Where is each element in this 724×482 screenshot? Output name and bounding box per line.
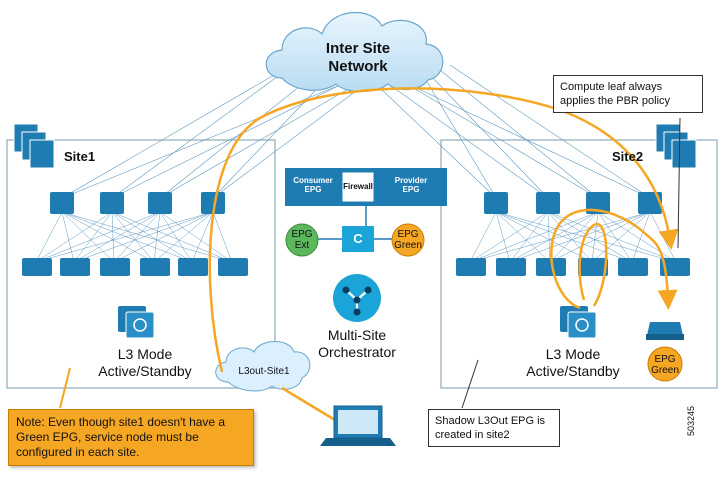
consumer-epg-label: Consumer EPG xyxy=(286,176,340,194)
note-leader xyxy=(59,367,71,409)
isn-links xyxy=(61,59,651,199)
figure-id: 503245 xyxy=(686,405,696,436)
epg-green-line1: EPG xyxy=(397,229,419,240)
firewall-label: Firewall xyxy=(343,182,373,191)
epg-ext-line2: Ext xyxy=(294,240,310,251)
site2-leaves xyxy=(456,258,690,276)
consumer-line1: Consumer xyxy=(293,176,333,185)
l3out-label: L3out-Site1 xyxy=(238,366,290,377)
site2-mode-line1: L3 Mode xyxy=(545,346,601,362)
site1-mode-line2: Active/Standby xyxy=(98,363,192,379)
site1-leaves xyxy=(22,258,248,276)
site2-spines xyxy=(484,192,662,214)
consumer-line2: EPG xyxy=(304,185,322,194)
laptop-icon xyxy=(320,405,396,446)
shadow-leader xyxy=(461,359,479,409)
traffic-path xyxy=(208,87,679,373)
epg-green-line2: Green xyxy=(394,240,422,251)
site2-mode-line2: Active/Standby xyxy=(526,363,620,379)
orchestrator-logo-icon xyxy=(333,274,381,322)
orchestrator-line1: Multi-Site xyxy=(327,327,387,343)
service-graph xyxy=(285,168,447,257)
epg-ext-line1: EPG xyxy=(291,229,313,240)
shadow-callout: Shadow L3Out EPG is created in site2 xyxy=(428,409,560,447)
site1-mode-line1: L3 Mode xyxy=(117,346,173,362)
l3out-link xyxy=(281,386,336,422)
l3out-cloud xyxy=(215,341,311,392)
site2-fabric-links xyxy=(469,211,677,263)
cloud-title-line1: Inter Site xyxy=(325,40,391,57)
site2-endpoint-icon xyxy=(646,322,684,340)
site2-firewall-icon xyxy=(560,306,597,339)
site2-epg-line1: EPG xyxy=(654,354,676,365)
site2-apic-icon xyxy=(655,123,697,169)
site2-epg-green-label: EPG Green xyxy=(648,354,682,376)
provider-epg-label: Provider EPG xyxy=(384,176,438,194)
provider-line2: EPG xyxy=(402,185,420,194)
site2-epg-line2: Green xyxy=(651,365,679,376)
site2-mode: L3 Mode Active/Standby xyxy=(518,346,628,380)
site1-label: Site1 xyxy=(64,149,96,164)
epg-ext-label: EPG Ext xyxy=(286,229,318,251)
site2-epg-green-circle xyxy=(647,346,683,382)
cloud-title: Inter Site Network xyxy=(306,40,410,76)
site1-mode: L3 Mode Active/Standby xyxy=(90,346,200,380)
site1-apic-icon xyxy=(13,123,55,169)
contract-letter: C xyxy=(353,231,363,246)
site1-fabric-links xyxy=(35,211,233,263)
compute-leaf-leader xyxy=(677,117,681,249)
site1-spines xyxy=(50,192,225,214)
orchestrator-label: Multi-Site Orchestrator xyxy=(297,327,417,361)
epg-green-label: EPG Green xyxy=(390,229,426,251)
orchestrator-line2: Orchestrator xyxy=(318,344,396,360)
note-callout: Note: Even though site1 doesn't have a G… xyxy=(8,409,254,466)
provider-line1: Provider xyxy=(394,176,428,185)
site2-label: Site2 xyxy=(612,149,644,164)
cloud-title-line2: Network xyxy=(328,58,388,75)
site1-firewall-icon xyxy=(118,306,155,339)
compute-leaf-callout: Compute leaf always applies the PBR poli… xyxy=(553,75,703,113)
